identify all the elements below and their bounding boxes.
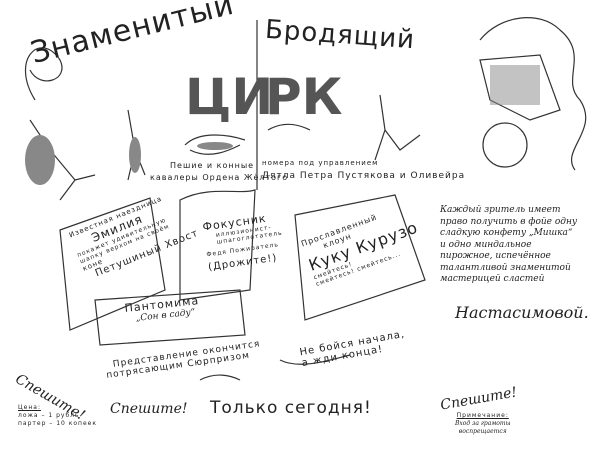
title-circus-right: РК [265,68,343,126]
right-flourish [479,17,587,171]
act-magician: Фокусник иллюзионист- шпагоглотатель Фед… [202,210,287,273]
bottom-flourish [199,354,351,381]
ornament-left [184,134,246,155]
subtitle-left-2: кавалеры Ордена Жёлтого [150,173,289,182]
note-line-2: воспрещается [458,428,507,435]
scroll-clown [294,194,426,321]
tiger-stripes [490,65,540,105]
clown-figure [374,94,421,161]
hurry-2: Спешите! [110,401,188,417]
ornament-shade [197,142,233,150]
scroll-pantomime [94,289,246,346]
scroll-rider [59,197,166,331]
sweets-note: Каждый зритель имеет право получить в фо… [440,205,578,284]
circus-ball [482,122,528,168]
ornament-right [267,123,311,131]
horse-shade [25,135,55,185]
only-today: Только сегодня! [210,398,372,418]
acrobat-shade [129,137,141,173]
tiger [479,54,561,121]
sweets-maker-name: Настасимовой. [455,303,589,322]
price-label: Цена: [18,404,41,411]
left-flourish [24,47,63,101]
scroll-magician [179,189,256,301]
subtitle-right-2: Дятла Петра Пустякова и Оливейра [262,171,466,181]
note-line-1: Вход за грамоты [455,420,511,427]
price-block: Цена: ложа – 1 рубль партер – 10 копеек [18,404,97,428]
price-box: ложа – 1 рубль [18,412,80,419]
subtitle-left-1: Пешие и конные [170,161,255,170]
note-block: Примечание: Вход за грамоты воспрещается [455,412,511,436]
title-circus-left: ЦИ [185,68,274,126]
price-stalls: партер – 10 копеек [18,420,97,427]
subtitle-right-1: номера под управлением [262,159,379,167]
note-label: Примечание: [456,412,509,419]
